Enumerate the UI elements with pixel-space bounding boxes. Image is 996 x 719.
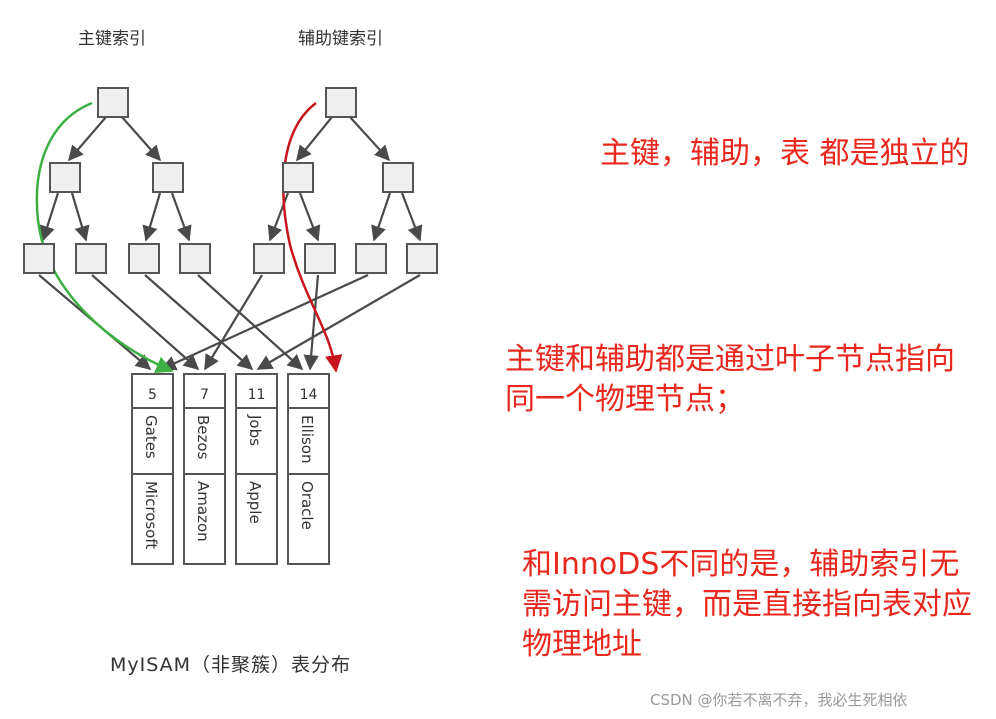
secondary-internal-node	[282, 162, 314, 193]
record-id: 14	[300, 387, 318, 403]
secondary-leaf-node	[406, 243, 438, 274]
secondary-leaf-node	[355, 243, 387, 274]
primary-internal-node	[49, 162, 81, 193]
record-0: 5 Gates Microsoft	[131, 373, 174, 565]
note-innodb-difference: 和InnoDS不同的是，辅助索引无需访问主键，而是直接指向表对应物理地址	[522, 547, 972, 662]
secondary-root-node	[325, 87, 357, 118]
record-1: 7 Bezos Amazon	[183, 373, 226, 565]
record-company: Apple	[246, 481, 264, 524]
note-leaf-pointers: 主键和辅助都是通过叶子节点指向同一个物理节点；	[505, 342, 955, 417]
record-name: Bezos	[194, 415, 212, 460]
record-name: Gates	[142, 415, 160, 459]
record-id: 7	[200, 387, 209, 403]
record-2: 11 Jobs Apple	[235, 373, 278, 565]
record-company: Oracle	[298, 481, 316, 530]
leaf-pointer-arrows	[38, 273, 421, 371]
secondary-internal-node	[382, 162, 414, 193]
secondary-leaf-node	[253, 243, 285, 274]
secondary-leaf-node	[304, 243, 336, 274]
watermark: CSDN @你若不离不弃，我必生死相依	[650, 691, 908, 709]
primary-index-title: 主键索引	[78, 29, 146, 49]
record-company: Microsoft	[142, 481, 160, 549]
primary-tree-edges	[39, 116, 192, 242]
record-company: Amazon	[194, 481, 212, 542]
note-independent: 主键，辅助，表 都是独立的	[600, 136, 970, 171]
record-id: 5	[148, 387, 157, 403]
primary-leaf-node	[179, 243, 211, 274]
secondary-lookup-path	[282, 102, 343, 373]
primary-lookup-path	[35, 101, 174, 373]
primary-leaf-node	[128, 243, 160, 274]
primary-leaf-node	[75, 243, 107, 274]
record-name: Jobs	[246, 414, 264, 446]
record-name: Ellison	[298, 415, 316, 463]
record-id: 11	[248, 387, 266, 403]
primary-leaf-node	[23, 243, 55, 274]
primary-internal-node	[152, 162, 184, 193]
secondary-index-title: 辅助键索引	[298, 29, 383, 49]
primary-root-node	[97, 87, 129, 118]
diagram-caption: MyISAM（非聚簇）表分布	[110, 654, 352, 676]
record-3: 14 Ellison Oracle	[287, 373, 330, 565]
secondary-tree-edges	[267, 116, 423, 242]
